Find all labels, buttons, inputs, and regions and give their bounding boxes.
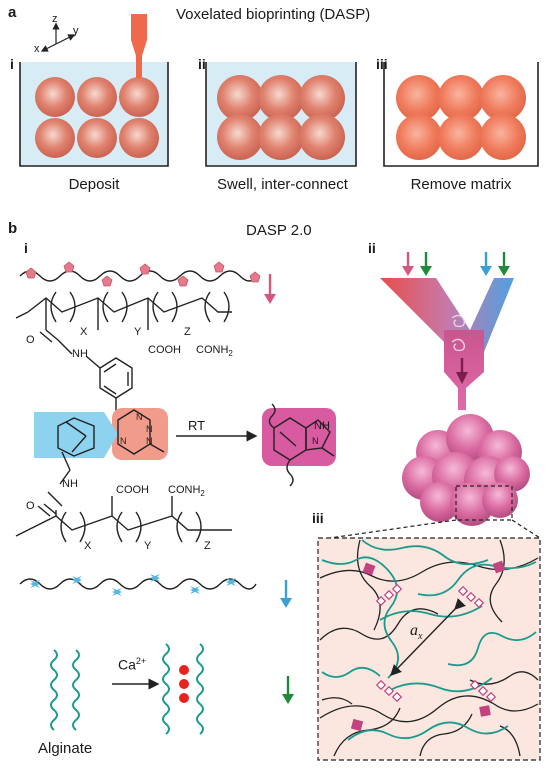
input-arrows <box>402 252 510 276</box>
step-iii-numeral: iii <box>376 56 388 72</box>
tetrazine-n1: N <box>136 412 143 422</box>
product-structure <box>268 403 335 487</box>
cooh-label-1: COOH <box>148 344 181 356</box>
printed-voxel-cluster <box>402 414 530 526</box>
polymer-backbone-2 <box>15 496 232 543</box>
spheres-step-i <box>35 77 159 158</box>
tetrazine-n2: N <box>146 424 153 434</box>
subscript-x-2: X <box>84 540 92 552</box>
y-nozzle <box>380 278 514 410</box>
cooh-label-2: COOH <box>116 484 149 496</box>
panel-a-letter: a <box>8 4 17 21</box>
axis-z-label: z <box>52 13 58 25</box>
tetrazine-ring <box>117 409 165 455</box>
nozzle-icon <box>131 14 147 78</box>
alginate-strands <box>50 643 204 735</box>
network-zoom-box <box>317 537 541 761</box>
caption-remove-matrix: Remove matrix <box>410 176 512 193</box>
polymer-chain-norbornene <box>19 574 257 596</box>
norbornene-highlight <box>34 412 118 458</box>
spheres-step-iii <box>396 75 526 160</box>
alginate-label: Alginate <box>38 740 93 757</box>
polymer-chain-tetrazine <box>19 261 261 287</box>
caption-swell: Swell, inter-connect <box>217 176 348 193</box>
subscript-z-2: Z <box>204 540 211 552</box>
subscript-x-1: X <box>80 326 88 338</box>
product-n-label: N <box>312 436 319 446</box>
calcium-ions <box>179 665 189 703</box>
panel-a-title: Voxelated bioprinting (DASP) <box>176 6 371 23</box>
spheres-step-ii <box>217 75 345 160</box>
benzene-ring <box>99 357 133 412</box>
panel-b-letter: b <box>8 220 18 237</box>
subscript-y-1: Y <box>134 326 142 338</box>
rt-label: RT <box>188 418 206 433</box>
panel-b-title: DASP 2.0 <box>246 222 312 239</box>
product-highlight <box>262 408 336 466</box>
step-i-numeral: i <box>10 56 14 72</box>
zoom-region <box>455 485 513 521</box>
panel-b-i-numeral: i <box>24 240 28 256</box>
oxygen-label-1: O <box>26 334 35 346</box>
product-nh-label: NH <box>314 420 330 432</box>
axis-y-label: y <box>73 25 79 37</box>
caption-deposit: Deposit <box>68 176 120 193</box>
mesh-size-label: ax <box>410 622 423 643</box>
norbornene-ring <box>57 417 95 471</box>
tetrazine-n4: N <box>120 436 127 446</box>
panel-b-iii-numeral: iii <box>312 510 324 526</box>
tetrazine-n3: N <box>146 436 153 446</box>
subscript-y-2: Y <box>144 540 152 552</box>
panel-b-ii-numeral: ii <box>368 240 376 256</box>
step-ii-numeral: ii <box>198 56 206 72</box>
mesh-size-arrow <box>390 598 466 677</box>
nh-label-2: NH <box>62 478 78 490</box>
container-step-iii <box>383 62 539 167</box>
conh2-label-2: CONH2 <box>168 484 205 499</box>
polymer-backbone-1 <box>15 291 232 330</box>
axis-x-label: x <box>34 43 40 55</box>
conh2-label-1: CONH2 <box>196 344 233 359</box>
nh-label-1: NH <box>72 348 88 360</box>
oxygen-label-2: O <box>26 500 35 512</box>
subscript-z-1: Z <box>184 326 191 338</box>
calcium-label: Ca2+ <box>118 656 147 673</box>
